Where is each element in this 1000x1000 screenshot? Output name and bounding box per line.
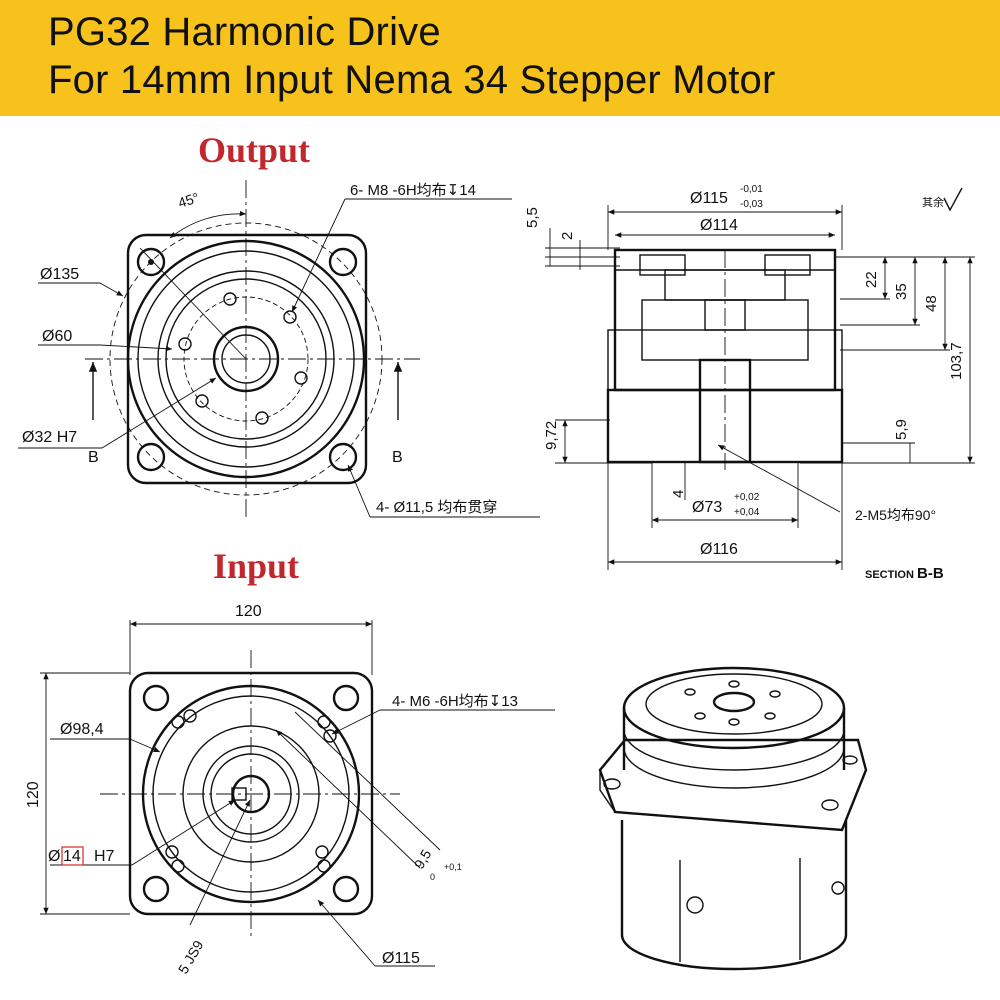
section-dim-48: 48 [923,295,940,312]
input-bore-14: 14 [63,848,81,865]
section-dim-35: 35 [893,283,910,300]
section-tol-73-lower: +0,04 [734,507,760,518]
section-tol-115-upper: -0,01 [740,184,763,195]
input-keyway-tol-lower: 0 [430,872,435,882]
input-bore-prefix: Ø [48,848,60,865]
input-keyway-9-5: 9,5 [411,846,435,871]
output-dia-60: Ø60 [42,328,72,345]
input-width-120: 120 [235,603,262,620]
section-label-prefix: SECTION [865,569,914,581]
output-view: Output [18,130,540,520]
input-m6-holes [165,709,337,873]
surface-mark: 其余 [922,195,944,209]
input-dia-115: Ø115 [382,950,420,967]
output-title: Output [198,130,310,170]
section-dia-73: Ø73 [692,499,722,516]
section-dim-5-5: 5,5 [524,207,541,228]
section-tol-115-lower: -0,03 [740,199,763,210]
section-mark-left: B [88,449,99,466]
output-corner-holes [136,247,358,472]
section-dia-115: Ø115 [690,190,728,207]
output-m8-holes [178,292,308,425]
title-banner: PG32 Harmonic Drive For 14mm Input Nema … [0,0,1000,116]
section-dim-22: 22 [863,271,880,288]
output-dia-135: Ø135 [40,266,79,283]
input-keyway-tol-upper: +0,1 [444,862,462,872]
input-dia-98-4: Ø98,4 [60,721,104,738]
output-m8-callout: 6- M8 -6H均布↧14 [350,182,476,199]
section-mark-right: B [392,449,403,466]
input-m6-callout: 4- M6 -6H均布↧13 [392,693,518,710]
input-height-120: 120 [25,781,42,808]
section-view: Ø115 -0,01 -0,03 Ø114 其余 5,5 2 22 35 48 … [524,184,975,582]
output-bore-32: Ø32 H7 [22,429,77,446]
banner-title-line2: For 14mm Input Nema 34 Stepper Motor [48,58,776,102]
output-angle-label: 45° [176,189,201,211]
input-title: Input [213,546,299,586]
input-bore-fit: H7 [94,848,115,865]
section-tol-73-upper: +0,02 [734,492,760,503]
section-m5-callout: 2-M5均布90° [855,507,936,523]
input-key-5: 5 JS9 [175,937,207,976]
banner-title-line1: PG32 Harmonic Drive [48,10,441,54]
technical-drawing: Output [18,130,975,977]
section-dia-114: Ø114 [700,217,738,234]
section-dia-116: Ø116 [700,541,738,558]
input-bore-highlight [61,846,84,866]
section-label-id: B-B [917,565,944,582]
section-dim-5-9: 5,9 [893,419,910,440]
section-dim-4: 4 [670,490,687,498]
section-dim-9-72: 9,72 [543,421,560,450]
input-corner-holes [142,684,360,903]
output-hole-callout: 4- Ø11,5 均布贯穿 [376,499,497,516]
isometric-view [598,666,868,971]
section-dim-2: 2 [559,232,576,240]
section-dim-103-7: 103,7 [948,342,965,380]
input-view: Input 120 120 [25,546,555,977]
